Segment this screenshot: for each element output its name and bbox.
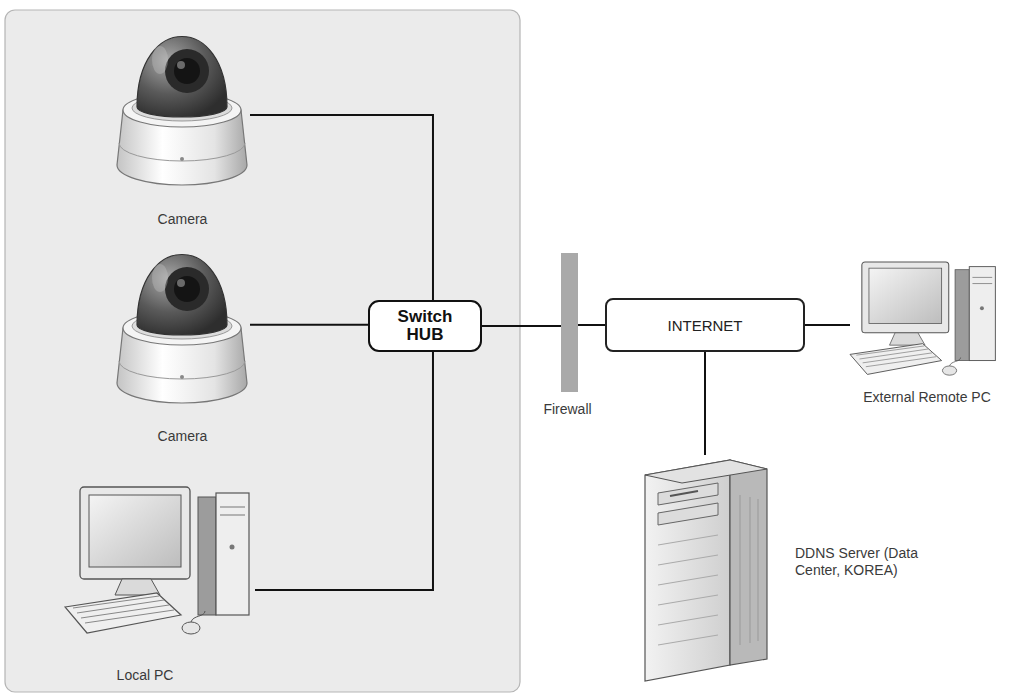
server-drawing — [730, 460, 767, 665]
dome-camera-drawing — [117, 37, 247, 186]
node-label: DDNS Server (Data Center, KOREA) — [795, 545, 945, 579]
network-cable — [250, 324, 368, 326]
computer-drawing — [65, 487, 249, 634]
local-network-panel — [5, 10, 520, 692]
node-label: Camera — [158, 428, 208, 445]
network-cable — [482, 325, 561, 327]
server-drawing — [645, 460, 767, 681]
server-drawing — [658, 535, 718, 645]
node-label: Firewall — [543, 401, 591, 418]
pc-node: External Remote PC — [850, 262, 1000, 377]
node-label: Camera — [158, 211, 208, 228]
network-cable — [255, 352, 433, 590]
server-drawing — [645, 460, 767, 483]
server-node: DDNS Server (Data Center, KOREA) — [640, 455, 770, 683]
server-drawing — [658, 503, 718, 525]
server-drawing — [658, 483, 718, 505]
node-label: Switch HUB — [390, 308, 460, 344]
network-cable — [704, 352, 706, 455]
network-cable — [578, 324, 605, 326]
internet-box: INTERNET — [605, 298, 805, 352]
pc-node: Local PC — [65, 487, 255, 637]
node-label: INTERNET — [668, 317, 743, 334]
server-drawing — [645, 460, 730, 681]
node-label: External Remote PC — [863, 389, 991, 406]
network-cable — [805, 324, 850, 326]
firewall-bar: Firewall — [561, 253, 578, 392]
switch-hub-box: Switch HUB — [368, 300, 482, 352]
node-label: Local PC — [117, 667, 174, 684]
network-cable — [250, 115, 433, 300]
server-drawing — [740, 495, 758, 645]
computer-drawing — [850, 262, 995, 375]
camera-node: Camera — [115, 243, 250, 410]
camera-node: Camera — [115, 25, 250, 190]
dome-camera-drawing — [117, 255, 247, 404]
server-drawing — [670, 491, 698, 496]
